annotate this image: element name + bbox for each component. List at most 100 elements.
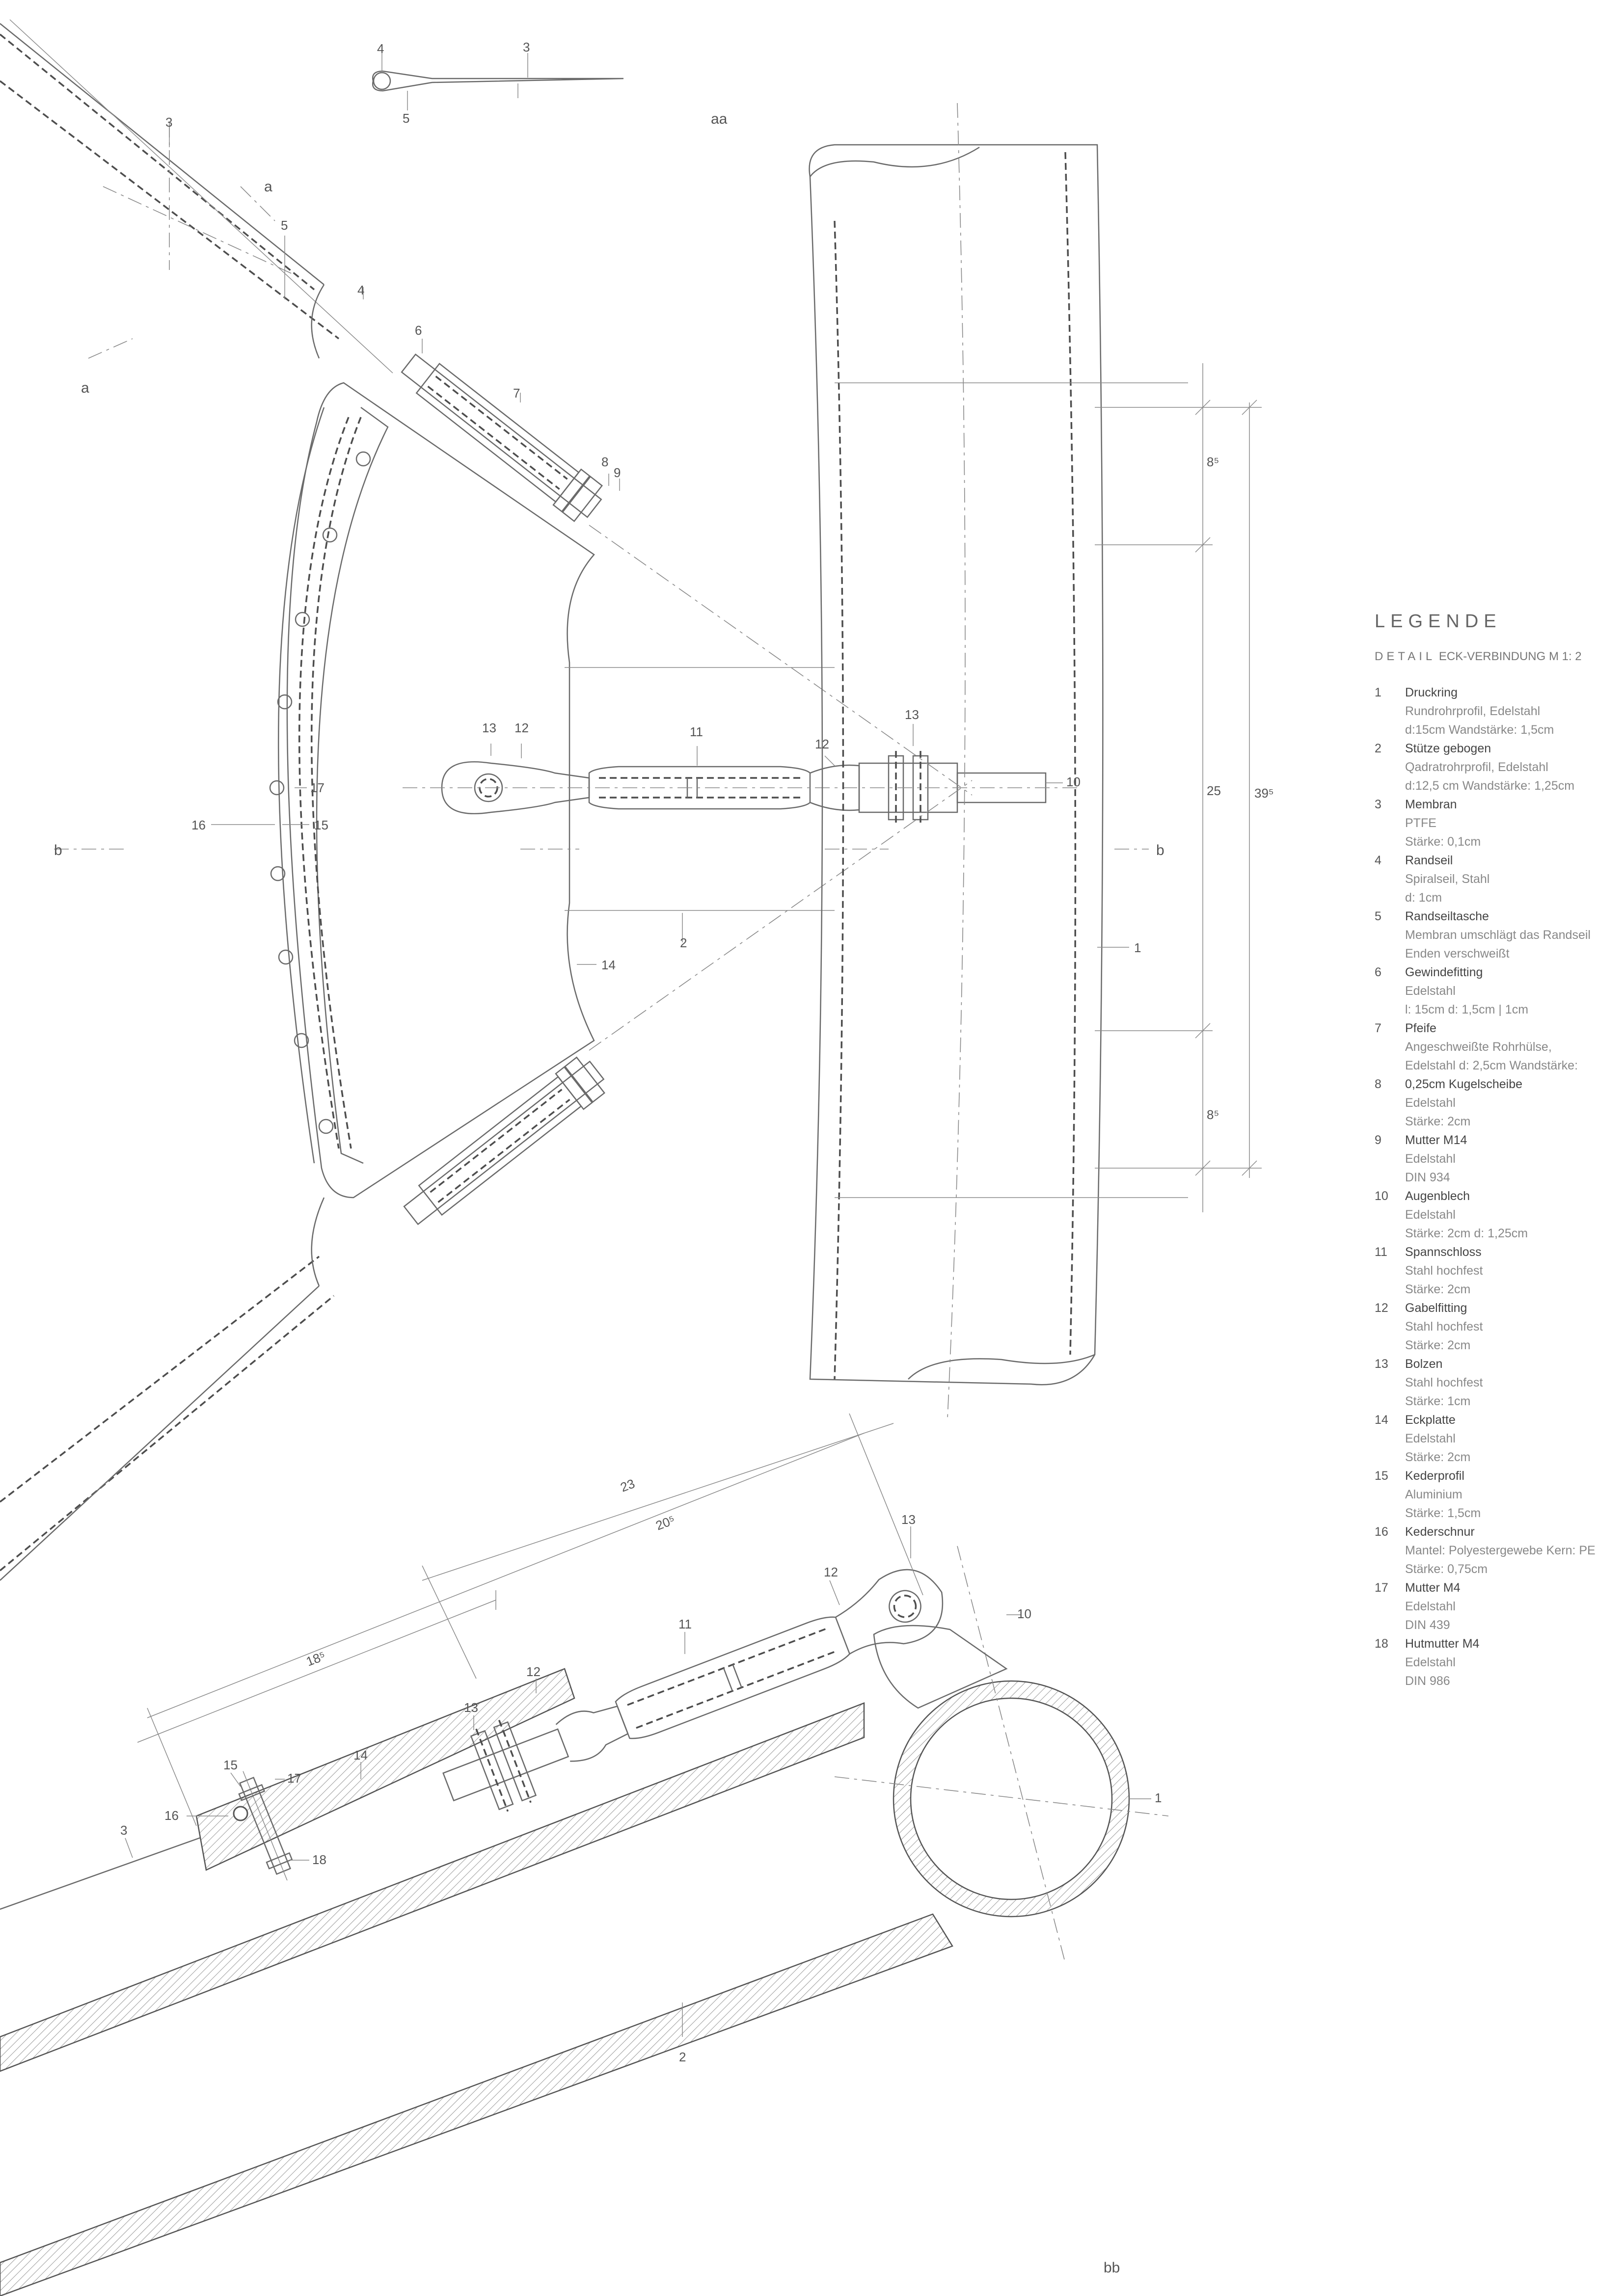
membrane-line	[0, 1835, 207, 1910]
part-14-bb: 14	[353, 1748, 368, 1762]
dim-middle: 25	[1207, 783, 1221, 798]
part-11: 11	[690, 724, 703, 739]
legend-item-number: 3	[1375, 798, 1381, 811]
legend-item-description: Stärke: 1,5cm	[1405, 1506, 1481, 1520]
legend-item-number: 10	[1375, 1189, 1388, 1203]
part-3-bb: 3	[120, 1823, 127, 1838]
legend-item-name: Gewindefitting	[1405, 965, 1483, 979]
legend-item-name: Randseil	[1405, 854, 1453, 867]
part-12: 12	[514, 721, 529, 735]
lower-threaded-fitting	[403, 1056, 605, 1226]
legend-item-description: Edelstahl d: 2,5cm Wandstärke:	[1405, 1059, 1578, 1072]
part-18-bb: 18	[312, 1852, 326, 1867]
legend-item-number: 4	[1375, 854, 1381, 867]
legend-item-description: d:12,5 cm Wandstärke: 1,25cm	[1405, 779, 1575, 793]
legend-item-name: Mutter M4	[1405, 1581, 1461, 1595]
cable-section-detail	[372, 53, 624, 110]
part-10-bb: 10	[1017, 1606, 1031, 1621]
keder-bolt-section	[238, 1771, 293, 1881]
part-15-bb: 15	[223, 1758, 238, 1772]
legend-item-name: Kederschnur	[1405, 1525, 1475, 1539]
legend-item-description: Edelstahl	[1405, 1600, 1456, 1613]
legend-item-name: Augenblech	[1405, 1189, 1470, 1203]
dim-bottom-segment: 8⁵	[1207, 1107, 1219, 1122]
legend-item-number: 7	[1375, 1021, 1381, 1035]
legend-item-description: Edelstahl	[1405, 984, 1456, 998]
part-4-top: 4	[377, 41, 384, 56]
legend-item-description: DIN 439	[1405, 1618, 1450, 1632]
legend-item-name: Bolzen	[1405, 1357, 1443, 1371]
legend-item-description: Stärke: 1cm	[1405, 1394, 1471, 1408]
part-17: 17	[310, 780, 325, 795]
section-marks	[54, 123, 1149, 850]
corner-plate-section	[195, 1668, 575, 1871]
legend-item-description: d:15cm Wandstärke: 1,5cm	[1405, 723, 1554, 737]
part-13: 13	[482, 721, 496, 735]
dim-top-segment: 8⁵	[1207, 454, 1219, 469]
legend-item-name: 0,25cm Kugelscheibe	[1405, 1077, 1523, 1091]
part-11-bb: 11	[678, 1617, 692, 1631]
section-label-b-left: b	[54, 842, 62, 858]
legend-item-description: Stärke: 2cm	[1405, 1115, 1471, 1128]
legend-item-description: Stahl hochfest	[1405, 1376, 1483, 1389]
part-14: 14	[601, 958, 616, 972]
section-bb-detail: 23 20⁵ 18⁵ 13 12 10 11 12 13 14 15	[0, 1413, 1169, 2296]
legend-item-number: 1	[1375, 686, 1381, 699]
legend-item-number: 8	[1375, 1077, 1381, 1091]
part-15: 15	[314, 818, 328, 832]
section-label-aa: aa	[711, 111, 728, 127]
legend-item-description: PTFE	[1405, 816, 1436, 830]
section-label-bb: bb	[1104, 2260, 1120, 2276]
part-5-top: 5	[403, 111, 409, 126]
dim-cable-18: 18⁵	[304, 1648, 327, 1669]
part-3: 3	[165, 115, 172, 130]
turnbuckle-section	[442, 1569, 944, 1812]
legend-item-description: Enden verschweißt	[1405, 947, 1510, 961]
legend-item-description: l: 15cm d: 1,5cm | 1cm	[1405, 1003, 1529, 1016]
part-12b-bb: 12	[526, 1664, 541, 1679]
legend-item-description: Spiralseil, Stahl	[1405, 872, 1490, 886]
dimension-lines: 8⁵ 25 8⁵ 39⁵	[1095, 363, 1274, 1212]
legend-item-number: 5	[1375, 909, 1381, 923]
legend-item-description: Stärke: 2cm	[1405, 1282, 1471, 1296]
dimension-lines-bb: 23 20⁵ 18⁵	[137, 1413, 923, 1826]
legend-item-name: Eckplatte	[1405, 1413, 1456, 1427]
compression-ring-plan	[809, 103, 1188, 1419]
part-7: 7	[513, 386, 520, 400]
legend-item-description: Stahl hochfest	[1405, 1320, 1483, 1334]
part-12b: 12	[815, 737, 829, 751]
part-13-bb: 13	[901, 1512, 916, 1527]
part-1: 1	[1134, 940, 1141, 955]
legend-item-number: 11	[1375, 1245, 1387, 1259]
corner-plate-outline	[286, 382, 595, 1199]
part-13b-bb: 13	[464, 1700, 478, 1715]
keder-bolts	[269, 451, 371, 1134]
legend-item-description: DIN 986	[1405, 1674, 1450, 1688]
part-2: 2	[680, 935, 687, 950]
legend-item-number: 9	[1375, 1133, 1381, 1147]
legend-item-name: Kederprofil	[1405, 1469, 1464, 1483]
legend-item-description: Qadratrohrprofil, Edelstahl	[1405, 760, 1548, 774]
legend-item-name: Mutter M14	[1405, 1133, 1467, 1147]
